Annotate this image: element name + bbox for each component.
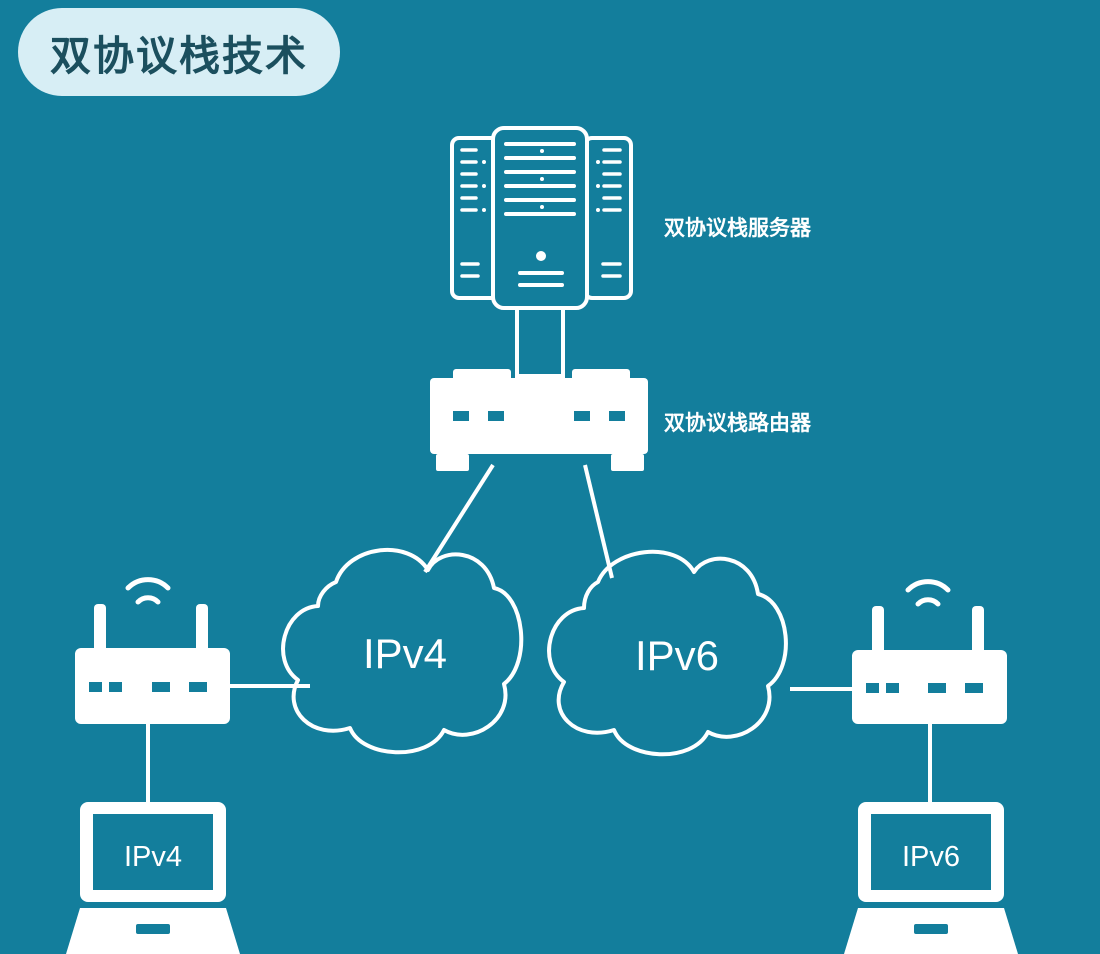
connection-lines bbox=[146, 463, 932, 802]
laptop-left-icon bbox=[66, 802, 240, 954]
laptop-right-icon bbox=[844, 802, 1018, 954]
wireless-router-right-icon bbox=[852, 579, 1007, 724]
cloud-ipv4-label: IPv4 bbox=[363, 630, 447, 677]
server-tower bbox=[491, 126, 589, 310]
cloud-ipv6-icon bbox=[547, 549, 788, 757]
server-side-unit-right bbox=[583, 136, 633, 300]
server-label: 双协议栈服务器 bbox=[664, 216, 811, 240]
laptop-ipv4-label: IPv4 bbox=[124, 841, 182, 873]
router-label: 双协议栈路由器 bbox=[664, 411, 811, 435]
cloud-ipv6-label: IPv6 bbox=[635, 632, 719, 679]
laptop-ipv6-label: IPv6 bbox=[902, 841, 960, 873]
link-router-cloud-ipv6 bbox=[583, 464, 614, 579]
title-pill: 双协议栈技术 bbox=[18, 8, 340, 96]
cloud-ipv4-icon bbox=[281, 547, 524, 755]
page-title: 双协议栈技术 bbox=[50, 32, 308, 80]
link-router-cloud-ipv4 bbox=[423, 463, 495, 574]
router-icon bbox=[430, 369, 648, 471]
wireless-router-left-icon bbox=[75, 577, 230, 724]
server-stem bbox=[515, 304, 565, 378]
server-icon bbox=[450, 126, 633, 378]
